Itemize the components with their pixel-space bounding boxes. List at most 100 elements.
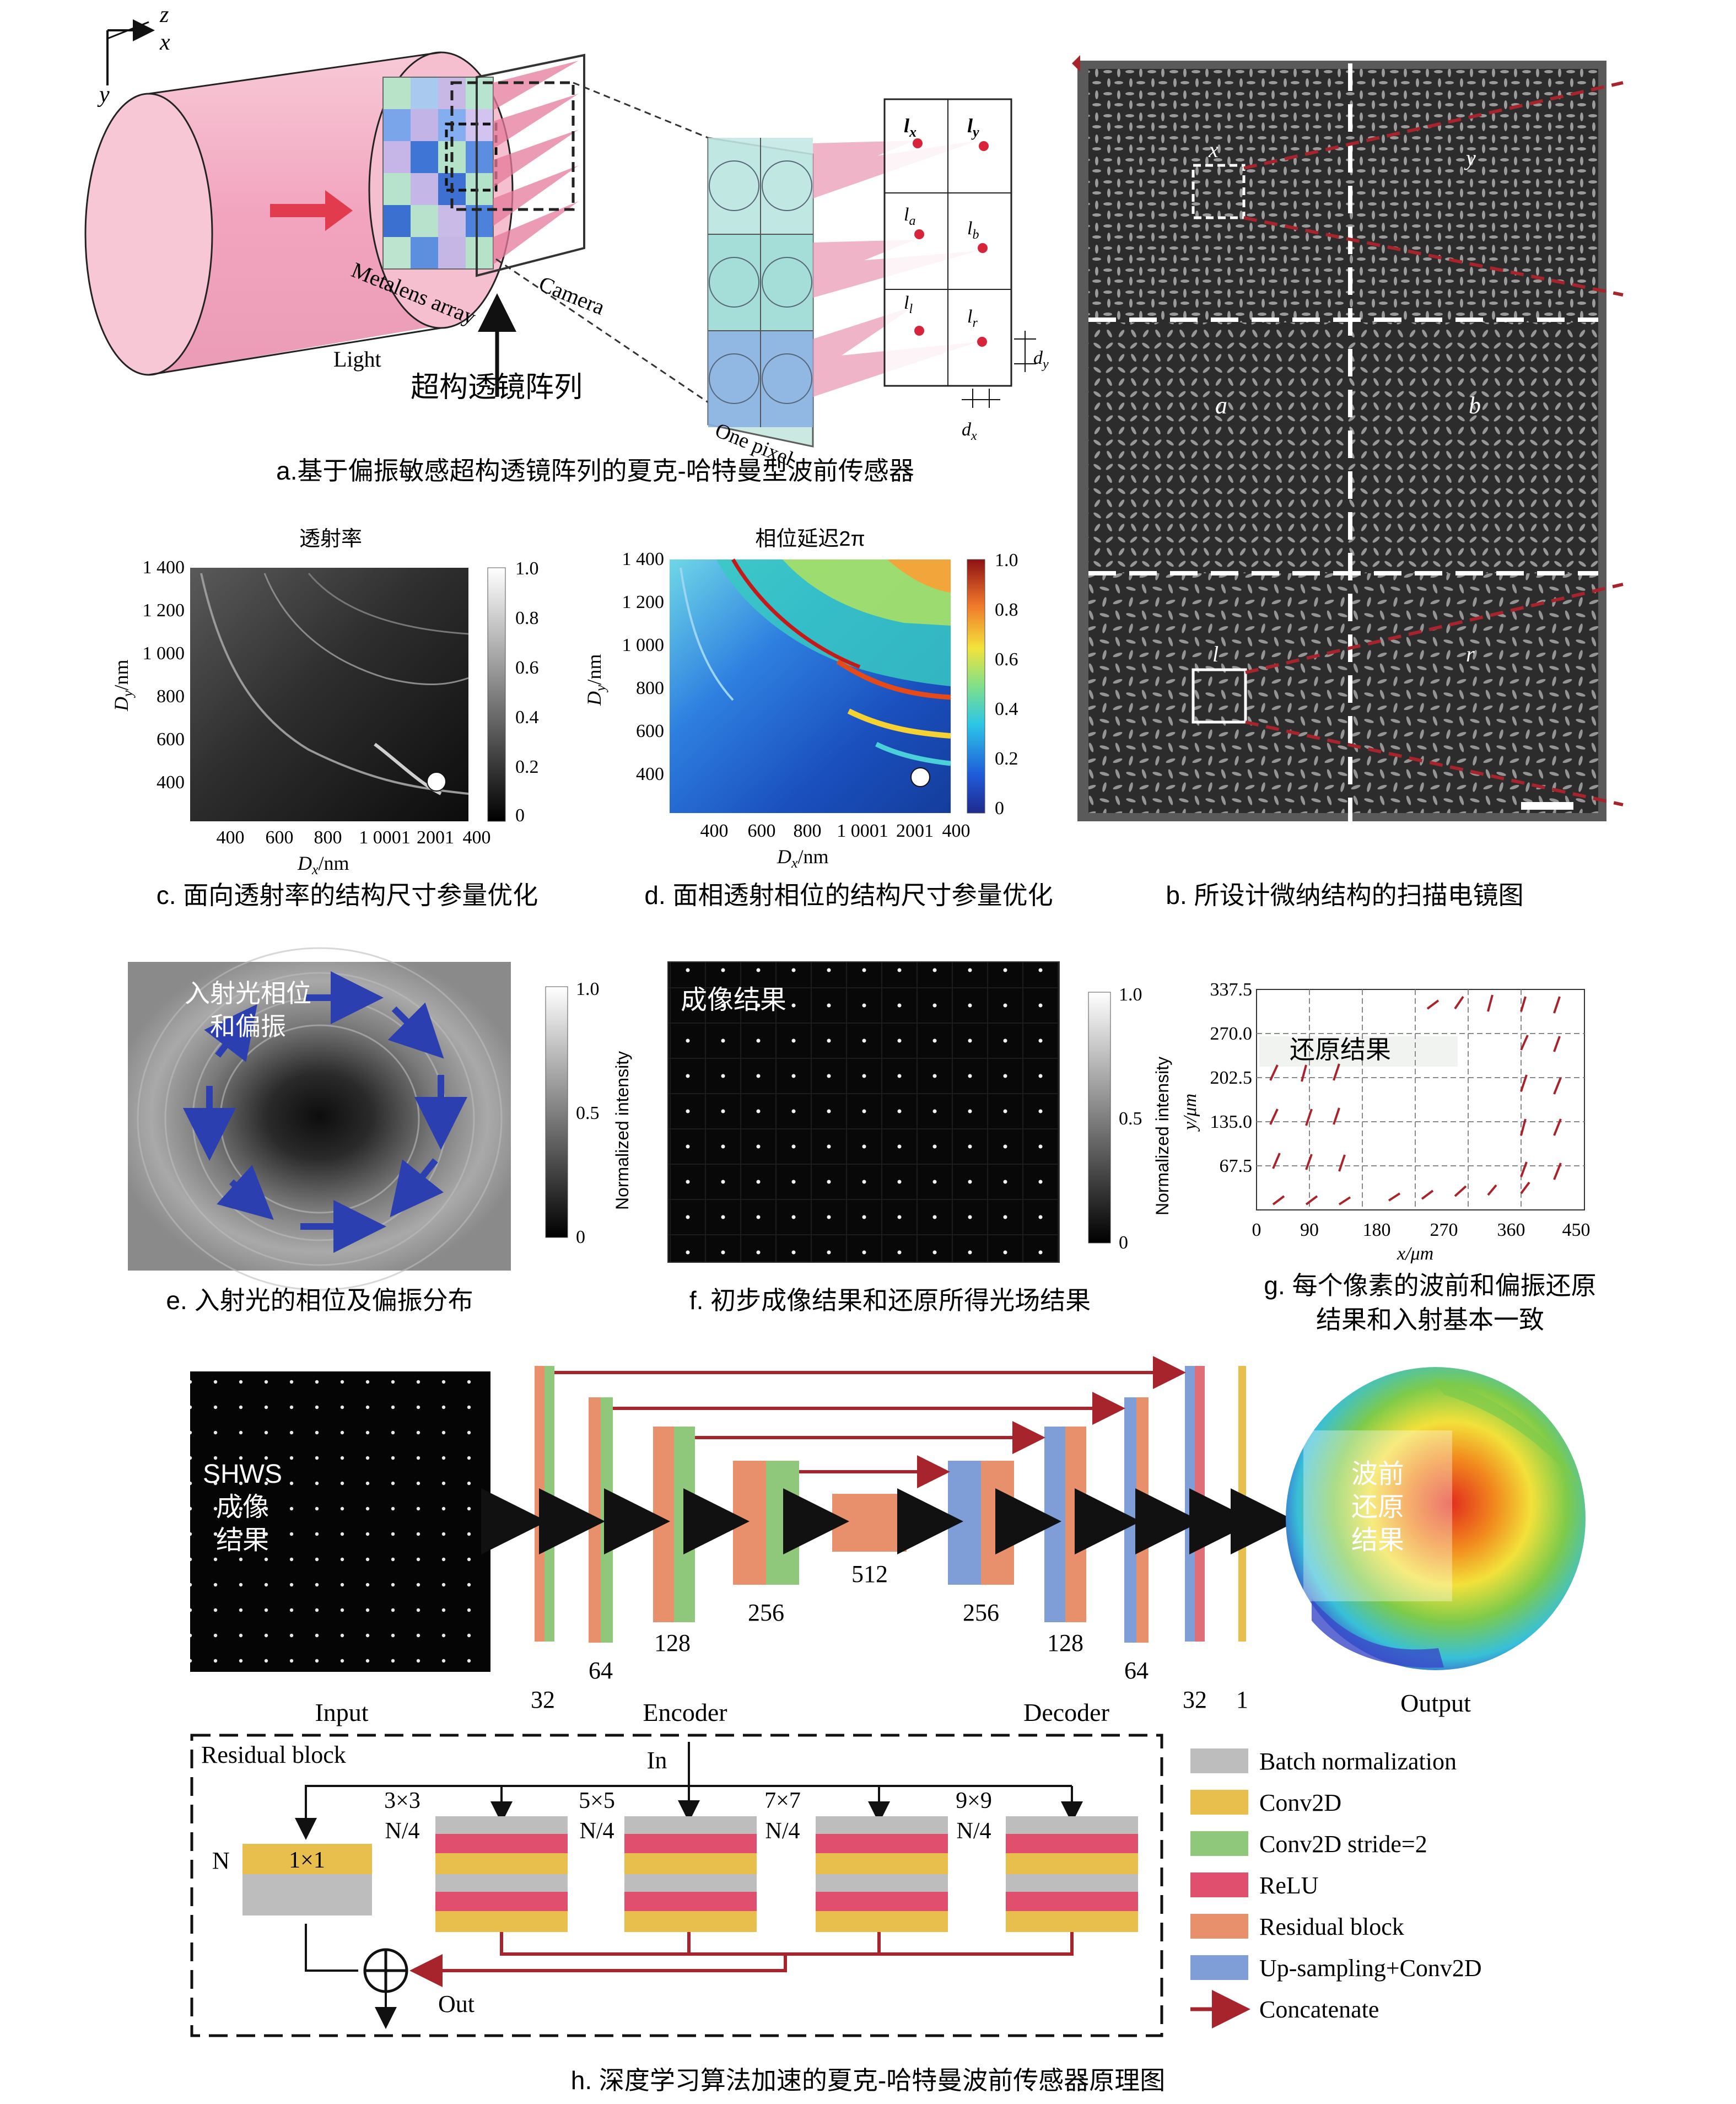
camera-label: Camera xyxy=(536,271,608,320)
caption-b: b. 所设计微纳结构的扫描电镜图 xyxy=(1166,881,1523,910)
spot-lb-label: lb xyxy=(967,218,979,242)
conv1x1-label: 1×1 xyxy=(289,1848,325,1873)
svg-text:0.2: 0.2 xyxy=(515,757,539,777)
spot-ly-label: ly xyxy=(967,115,979,140)
svg-text:5×5: 5×5 xyxy=(579,1788,615,1814)
svg-text:0: 0 xyxy=(1252,1220,1261,1240)
d-yticks: 1 400 1 200 1 000 800 600 400 xyxy=(622,549,665,784)
kernel-labels: 3×3 N/4 5×5 N/4 7×7 N/4 9×9 N/4 xyxy=(384,1788,992,1844)
sem-label-y: y xyxy=(1464,146,1476,170)
zoom-box xyxy=(450,81,575,211)
caption-e: e. 入射光的相位及偏振分布 xyxy=(166,1286,473,1315)
svg-text:32: 32 xyxy=(1183,1686,1207,1713)
light-direction-arrow xyxy=(270,190,353,231)
svg-text:32: 32 xyxy=(531,1686,555,1713)
n-label: N xyxy=(212,1847,230,1874)
svg-text:128: 128 xyxy=(1047,1629,1083,1656)
d-colorbar xyxy=(967,559,985,814)
svg-text:1.0: 1.0 xyxy=(576,979,600,999)
h-output-wavefront xyxy=(1286,1367,1586,1670)
metalens-grid xyxy=(382,77,498,270)
sem-label-l: l xyxy=(1212,642,1219,666)
e-overlay-line1: 入射光相位 xyxy=(185,979,311,1008)
svg-text:0.8: 0.8 xyxy=(995,600,1018,620)
unet-layers xyxy=(535,1366,1246,1643)
spot-lx-label: lx xyxy=(904,115,916,140)
svg-text:0.5: 0.5 xyxy=(576,1103,600,1123)
svg-text:N/4: N/4 xyxy=(957,1818,991,1844)
c-cbar-ticks: 1.0 0.8 0.6 0.4 0.2 0 xyxy=(515,558,539,826)
dx-label: dx xyxy=(962,419,977,443)
panel-b: x y a b l r b. 所设计微纳结构的扫描电镜图 xyxy=(1072,55,1624,910)
d-title: 相位延迟2π xyxy=(755,528,865,551)
svg-text:600: 600 xyxy=(748,821,776,841)
svg-text:256: 256 xyxy=(963,1599,999,1626)
svg-text:128: 128 xyxy=(654,1629,691,1656)
h-output-overlay-3: 结果 xyxy=(1351,1526,1404,1555)
svg-text:0.5: 0.5 xyxy=(1119,1108,1142,1129)
e-overlay-line2: 和偏振 xyxy=(210,1012,286,1041)
sem-label-r: r xyxy=(1466,642,1475,666)
caption-a: a.基于偏振敏感超构透镜阵列的夏克-哈特曼型波前传感器 xyxy=(276,456,914,485)
g-overlay: 还原结果 xyxy=(1290,1035,1391,1064)
g-plot-area xyxy=(1256,989,1585,1210)
legend-label-residual: Residual block xyxy=(1259,1913,1404,1940)
svg-text:1.0: 1.0 xyxy=(1119,984,1142,1005)
dy-label: dy xyxy=(1033,348,1049,372)
caption-h: h. 深度学习算法加速的夏克-哈特曼波前传感器原理图 xyxy=(571,2066,1165,2095)
svg-text:1.0: 1.0 xyxy=(515,558,539,579)
svg-text:67.5: 67.5 xyxy=(1220,1156,1253,1176)
f-colorbar xyxy=(1088,992,1111,1244)
svg-text:1 200: 1 200 xyxy=(622,592,665,612)
svg-text:0.6: 0.6 xyxy=(995,649,1018,670)
h-input-image xyxy=(190,1371,490,1672)
panel-e: 入射光相位 和偏振 1.0 0.5 0 Normalized intensity… xyxy=(128,947,632,1315)
svg-text:360: 360 xyxy=(1497,1220,1525,1240)
svg-text:0.4: 0.4 xyxy=(515,707,539,728)
panel-h: SHWS 成像 结果 xyxy=(190,1356,1586,2095)
e-colorbar xyxy=(545,986,568,1238)
svg-text:270: 270 xyxy=(1430,1220,1458,1240)
svg-text:600: 600 xyxy=(266,827,294,848)
svg-text:1 400: 1 400 xyxy=(143,557,185,578)
svg-text:400: 400 xyxy=(217,827,245,848)
f-overlay: 成像结果 xyxy=(681,986,786,1015)
c-yticks: 1 400 1 200 1 000 800 600 400 xyxy=(143,557,185,793)
axes-glyph: z x y xyxy=(97,2,170,107)
legend-label-concatenate: Concatenate xyxy=(1259,1996,1379,2023)
svg-text:256: 256 xyxy=(748,1599,784,1626)
svg-text:135.0: 135.0 xyxy=(1210,1112,1253,1132)
svg-text:400: 400 xyxy=(463,827,491,848)
svg-text:337.5: 337.5 xyxy=(1210,980,1253,1000)
panel-d: 相位延迟2π 1 400 1 200 1 000 800 600 400 400… xyxy=(583,528,1053,910)
kernel-stacks xyxy=(435,1816,1138,1932)
c-ylabel: Dy/nm xyxy=(110,659,136,712)
g-xticks: 0 90 180 270 360 450 xyxy=(1252,1220,1591,1240)
svg-text:9×9: 9×9 xyxy=(956,1788,992,1814)
h-output-overlay-1: 波前 xyxy=(1351,1460,1404,1489)
e-cbar-label: Normalized intensity xyxy=(612,1051,632,1210)
c-heatmap xyxy=(190,568,468,821)
svg-text:1 000: 1 000 xyxy=(143,643,185,664)
axis-y-label: y xyxy=(97,82,110,107)
svg-text:0.2: 0.2 xyxy=(995,749,1018,769)
out-label: Out xyxy=(438,1990,475,2017)
svg-text:2001: 2001 xyxy=(896,821,934,841)
legend-swatch-stride xyxy=(1190,1831,1248,1856)
svg-text:0: 0 xyxy=(576,1227,585,1247)
svg-text:202.5: 202.5 xyxy=(1210,1068,1253,1088)
svg-text:0.4: 0.4 xyxy=(995,699,1018,719)
h-output-overlay-2: 还原 xyxy=(1351,1493,1404,1522)
panel-g: 还原结果 337.5 270.0 202.5 135.0 67.5 0 90 1… xyxy=(1180,980,1597,1334)
panel-f: 成像结果 1.0 0.5 0 Normalized intensity f. 初… xyxy=(667,961,1172,1315)
svg-text:64: 64 xyxy=(1124,1657,1149,1684)
legend-label-upsampling: Up-sampling+Conv2D xyxy=(1259,1955,1482,1982)
svg-text:0: 0 xyxy=(515,805,525,826)
f-cbar-ticks: 1.0 0.5 0 xyxy=(1119,984,1142,1253)
svg-text:N/4: N/4 xyxy=(765,1818,800,1844)
c-xlabel: Dx/nm xyxy=(297,852,349,878)
svg-text:800: 800 xyxy=(636,678,664,698)
svg-text:1: 1 xyxy=(1236,1686,1248,1713)
residual-block-diagram: Residual block In 1×1 N xyxy=(190,1734,1163,2037)
